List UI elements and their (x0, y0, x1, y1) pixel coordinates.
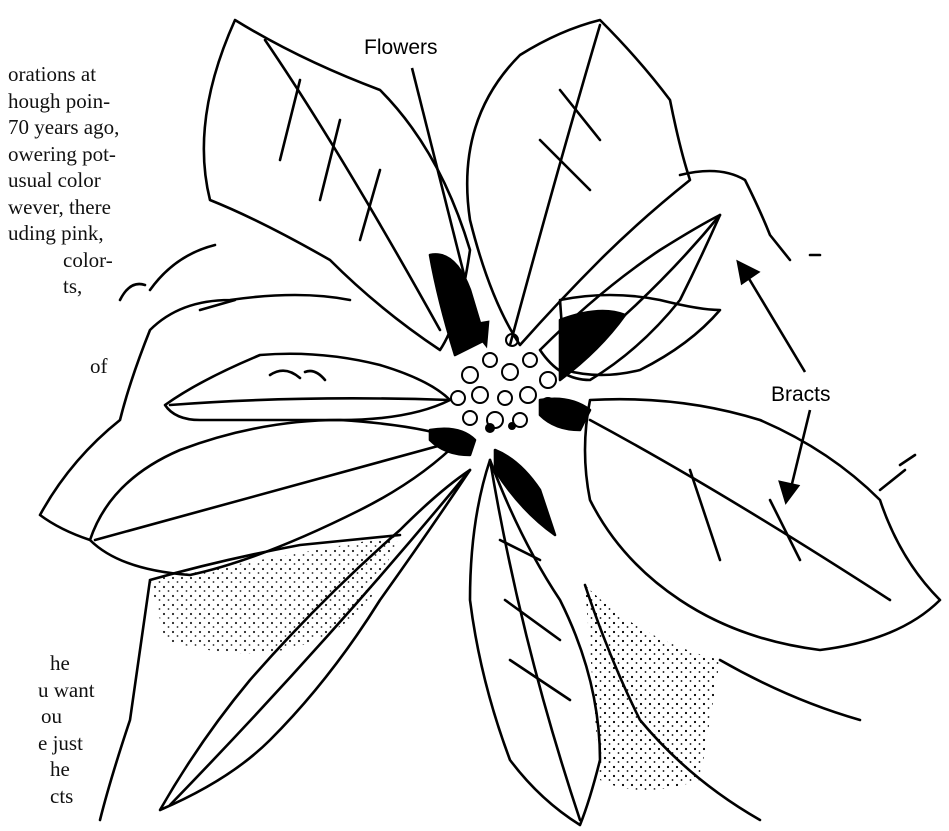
stipple-shadow-left (150, 535, 400, 653)
text-line: u want (8, 677, 95, 704)
text-line: 70 years ago, (8, 114, 119, 141)
text-line: ts, (8, 273, 119, 300)
text-line (8, 326, 119, 353)
body-text-lower: he u want ou e just he cts (8, 650, 95, 809)
bract-right (585, 399, 940, 650)
text-line: color- (8, 247, 119, 274)
text-line: of (8, 353, 119, 380)
text-line: uding pink, (8, 220, 119, 247)
text-line: he (8, 650, 95, 677)
bract-left-middle (165, 354, 450, 420)
stipple-shadow-right (585, 585, 720, 790)
text-line: orations at (8, 61, 119, 88)
text-line: e just (8, 730, 95, 757)
text-line: wever, there (8, 194, 119, 221)
bract-upper-left (204, 20, 470, 350)
text-line: ou (8, 703, 95, 730)
flowers-label: Flowers (361, 36, 441, 60)
bracts-arrow-upper (745, 272, 805, 372)
leaf-far-right (680, 171, 820, 260)
bract-left-lower (90, 420, 460, 575)
body-text-upper: orations at hough poin- 70 years ago, ow… (8, 61, 119, 379)
text-line: hough poin- (8, 88, 119, 115)
text-line: usual color (8, 167, 119, 194)
text-line: cts (8, 783, 95, 810)
text-line: he (8, 756, 95, 783)
bracts-label: Bracts (768, 383, 834, 407)
text-line: owering pot- (8, 141, 119, 168)
bracts-arrow-lower (790, 410, 810, 492)
text-line (8, 300, 119, 327)
